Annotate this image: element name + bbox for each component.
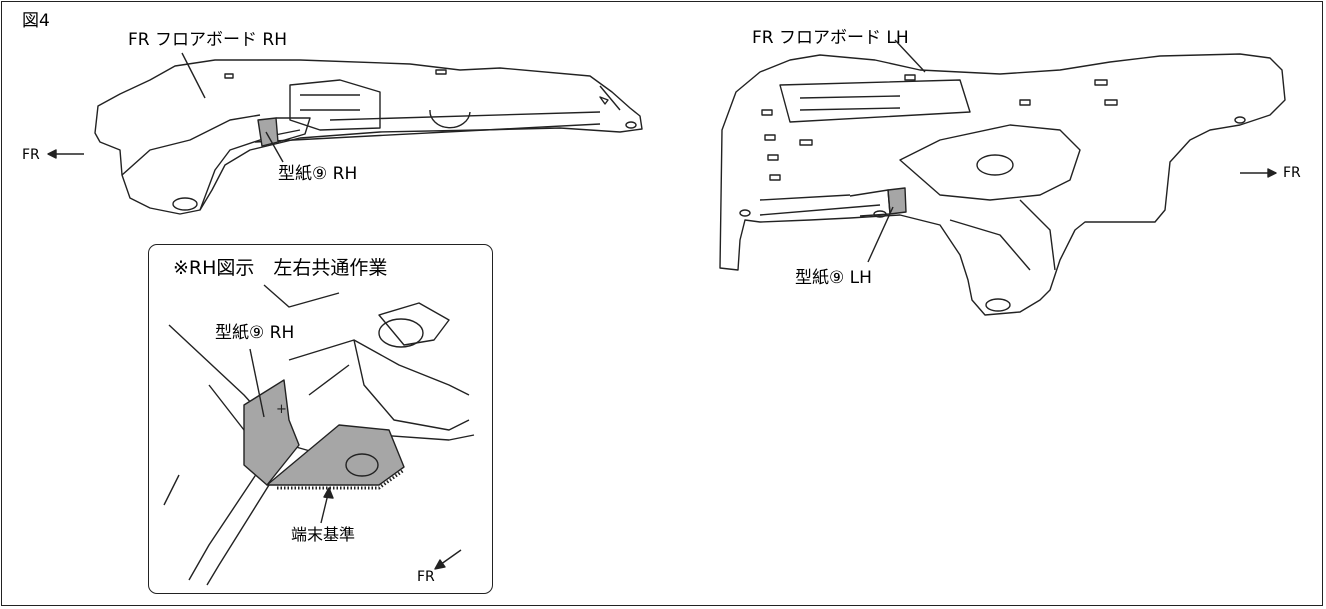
inset-detail: + ※RH図示 左右共通作業 型紙⑨ RH 端末基準 FR [148,244,493,594]
inset-template-label: 型紙⑨ RH [215,323,295,343]
inset-reference-label: 端末基準 [291,525,356,544]
inset-heading: ※RH図示 左右共通作業 [173,257,388,279]
rh-template-label: 型紙⑨ RH [278,164,358,184]
svg-text:+: + [276,402,287,417]
fr-right-label: FR [1283,165,1301,181]
rh-template-patch [257,117,279,147]
lh-template-label: 型紙⑨ LH [795,268,872,288]
lh-part-label: FR フロアボード LH [752,28,909,48]
fr-left-label: FR [22,147,40,163]
lh-floorboard-outline [719,53,1286,316]
lh-template-patch [887,187,907,215]
inset-illustration: + [163,284,475,586]
inset-fr-label: FR [417,569,435,585]
rh-floorboard-outline [94,59,643,215]
figure-title: 図4 [22,11,50,31]
inset-template-patch [243,379,300,486]
rh-part-label: FR フロアボード RH [128,30,287,50]
